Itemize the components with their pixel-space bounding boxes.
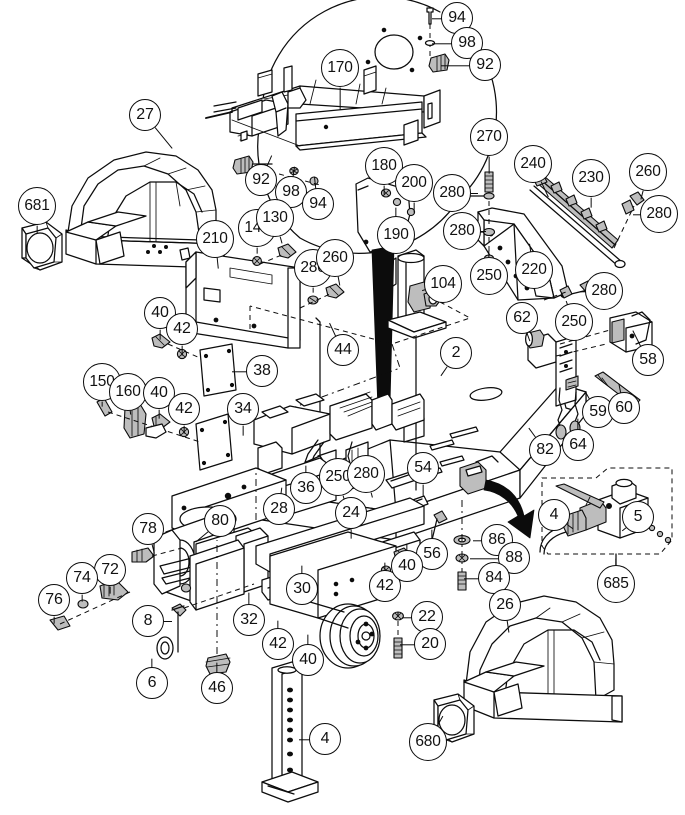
callout-bubble-54[interactable]: 54 — [407, 452, 439, 484]
leader-line-76 — [53, 616, 55, 623]
callout-bubble-82[interactable]: 82 — [529, 434, 561, 466]
callout-bubble-92-mid[interactable]: 92 — [245, 164, 277, 196]
callout-bubble-44[interactable]: 44 — [327, 334, 359, 366]
callout-bubble-26[interactable]: 26 — [489, 589, 521, 621]
callout-bubble-230[interactable]: 230 — [572, 159, 610, 197]
leader-line-24 — [350, 529, 352, 538]
callout-bubble-210[interactable]: 210 — [196, 220, 234, 258]
leader-line-84 — [464, 578, 479, 580]
leader-line-74 — [81, 594, 83, 601]
callout-bubble-280-a[interactable]: 280 — [433, 174, 471, 212]
callout-bubble-160[interactable]: 160 — [109, 373, 147, 411]
callout-bubble-78[interactable]: 78 — [132, 513, 164, 545]
leader-line-34 — [242, 425, 244, 435]
leader-line-140 — [256, 247, 258, 253]
callout-bubble-260-m[interactable]: 260 — [316, 239, 354, 277]
leader-line-280-b — [480, 231, 486, 233]
leader-line-38 — [232, 371, 247, 373]
leader-line-42-b — [183, 425, 185, 433]
callout-bubble-28[interactable]: 28 — [263, 493, 295, 525]
callout-bubble-38[interactable]: 38 — [246, 355, 278, 387]
leader-line-270 — [488, 156, 490, 173]
callout-bubble-280-b[interactable]: 280 — [443, 212, 481, 250]
leader-line-8 — [163, 621, 172, 623]
callout-bubble-24[interactable]: 24 — [335, 497, 367, 529]
callout-bubble-22[interactable]: 22 — [411, 601, 443, 633]
callout-bubble-240[interactable]: 240 — [514, 145, 552, 183]
leader-line-230 — [590, 197, 592, 207]
callout-bubble-58[interactable]: 58 — [632, 344, 664, 376]
callout-bubble-94-mid[interactable]: 94 — [302, 188, 334, 220]
leader-line-40-a — [159, 329, 161, 339]
callout-bubble-72[interactable]: 72 — [94, 554, 126, 586]
callout-bubble-6[interactable]: 6 — [136, 667, 168, 699]
callout-bubble-42-b[interactable]: 42 — [168, 393, 200, 425]
callout-bubble-220[interactable]: 220 — [515, 251, 553, 289]
callout-bubble-46[interactable]: 46 — [201, 672, 233, 704]
callout-bubble-250-s[interactable]: 250 — [555, 303, 593, 341]
leader-line-170 — [339, 87, 341, 109]
callout-bubble-80[interactable]: 80 — [204, 505, 236, 537]
leader-line-42-a — [181, 345, 183, 355]
callout-bubble-62[interactable]: 62 — [506, 302, 538, 334]
callout-bubble-42-d[interactable]: 42 — [262, 628, 294, 660]
callout-bubble-64[interactable]: 64 — [562, 429, 594, 461]
callout-bubble-200[interactable]: 200 — [395, 164, 433, 202]
callout-bubble-34[interactable]: 34 — [227, 393, 259, 425]
callout-bubble-8[interactable]: 8 — [132, 605, 164, 637]
callout-bubble-250-r[interactable]: 250 — [470, 257, 508, 295]
callout-bubble-92-top[interactable]: 92 — [469, 49, 501, 81]
callout-bubble-27[interactable]: 27 — [129, 99, 161, 131]
callout-bubble-685[interactable]: 685 — [597, 565, 635, 603]
leader-line-180 — [383, 185, 385, 194]
leader-line-98-top — [432, 43, 452, 45]
callout-bubble-60[interactable]: 60 — [608, 392, 640, 424]
leader-line-4-jack — [299, 739, 310, 741]
leader-line-681 — [36, 225, 38, 233]
callout-bubble-76[interactable]: 76 — [38, 584, 70, 616]
leader-line-72 — [109, 586, 111, 593]
callout-bubble-4-jack[interactable]: 4 — [309, 723, 341, 755]
callout-bubble-32[interactable]: 32 — [233, 604, 265, 636]
callout-bubble-170[interactable]: 170 — [321, 49, 359, 87]
callout-bubble-42-a[interactable]: 42 — [166, 313, 198, 345]
leader-line-54 — [422, 484, 424, 495]
callout-bubble-2[interactable]: 2 — [440, 337, 472, 369]
callout-bubble-681[interactable]: 681 — [18, 187, 56, 225]
callout-bubble-84[interactable]: 84 — [478, 562, 510, 594]
callout-bubble-98-mid[interactable]: 98 — [275, 176, 307, 208]
callout-bubble-42-c[interactable]: 42 — [369, 570, 401, 602]
callout-bubble-36[interactable]: 36 — [290, 472, 322, 504]
callout-bubble-280-e[interactable]: 280 — [585, 272, 623, 310]
leader-line-200 — [413, 202, 415, 212]
callout-bubble-5[interactable]: 5 — [622, 501, 654, 533]
callout-bubble-680[interactable]: 680 — [409, 723, 447, 761]
callout-bubble-30[interactable]: 30 — [286, 573, 318, 605]
leader-line-92-top — [441, 65, 470, 67]
callout-bubble-260-r[interactable]: 260 — [629, 153, 667, 191]
callout-bubble-104[interactable]: 104 — [424, 265, 462, 303]
callout-bubble-40-d[interactable]: 40 — [292, 644, 324, 676]
callout-bubble-280-f[interactable]: 280 — [347, 455, 385, 493]
leader-line-280-d — [312, 287, 314, 292]
leader-line-88 — [470, 558, 499, 560]
leader-line-40-b — [158, 409, 160, 418]
leader-line-280-a — [470, 193, 478, 195]
leader-line-20 — [400, 644, 415, 646]
callout-bubble-74[interactable]: 74 — [66, 562, 98, 594]
callout-bubble-130[interactable]: 130 — [256, 199, 294, 237]
leader-line-150 — [101, 401, 103, 406]
callout-bubble-190[interactable]: 190 — [377, 216, 415, 254]
callout-bubble-4-box[interactable]: 4 — [538, 499, 570, 531]
callout-bubble-40-c[interactable]: 40 — [391, 550, 423, 582]
callout-bubble-270[interactable]: 270 — [470, 118, 508, 156]
callout-bubble-20[interactable]: 20 — [414, 628, 446, 660]
callout-bubble-280-c[interactable]: 280 — [640, 195, 678, 233]
callout-bubble-98-top[interactable]: 98 — [451, 27, 483, 59]
